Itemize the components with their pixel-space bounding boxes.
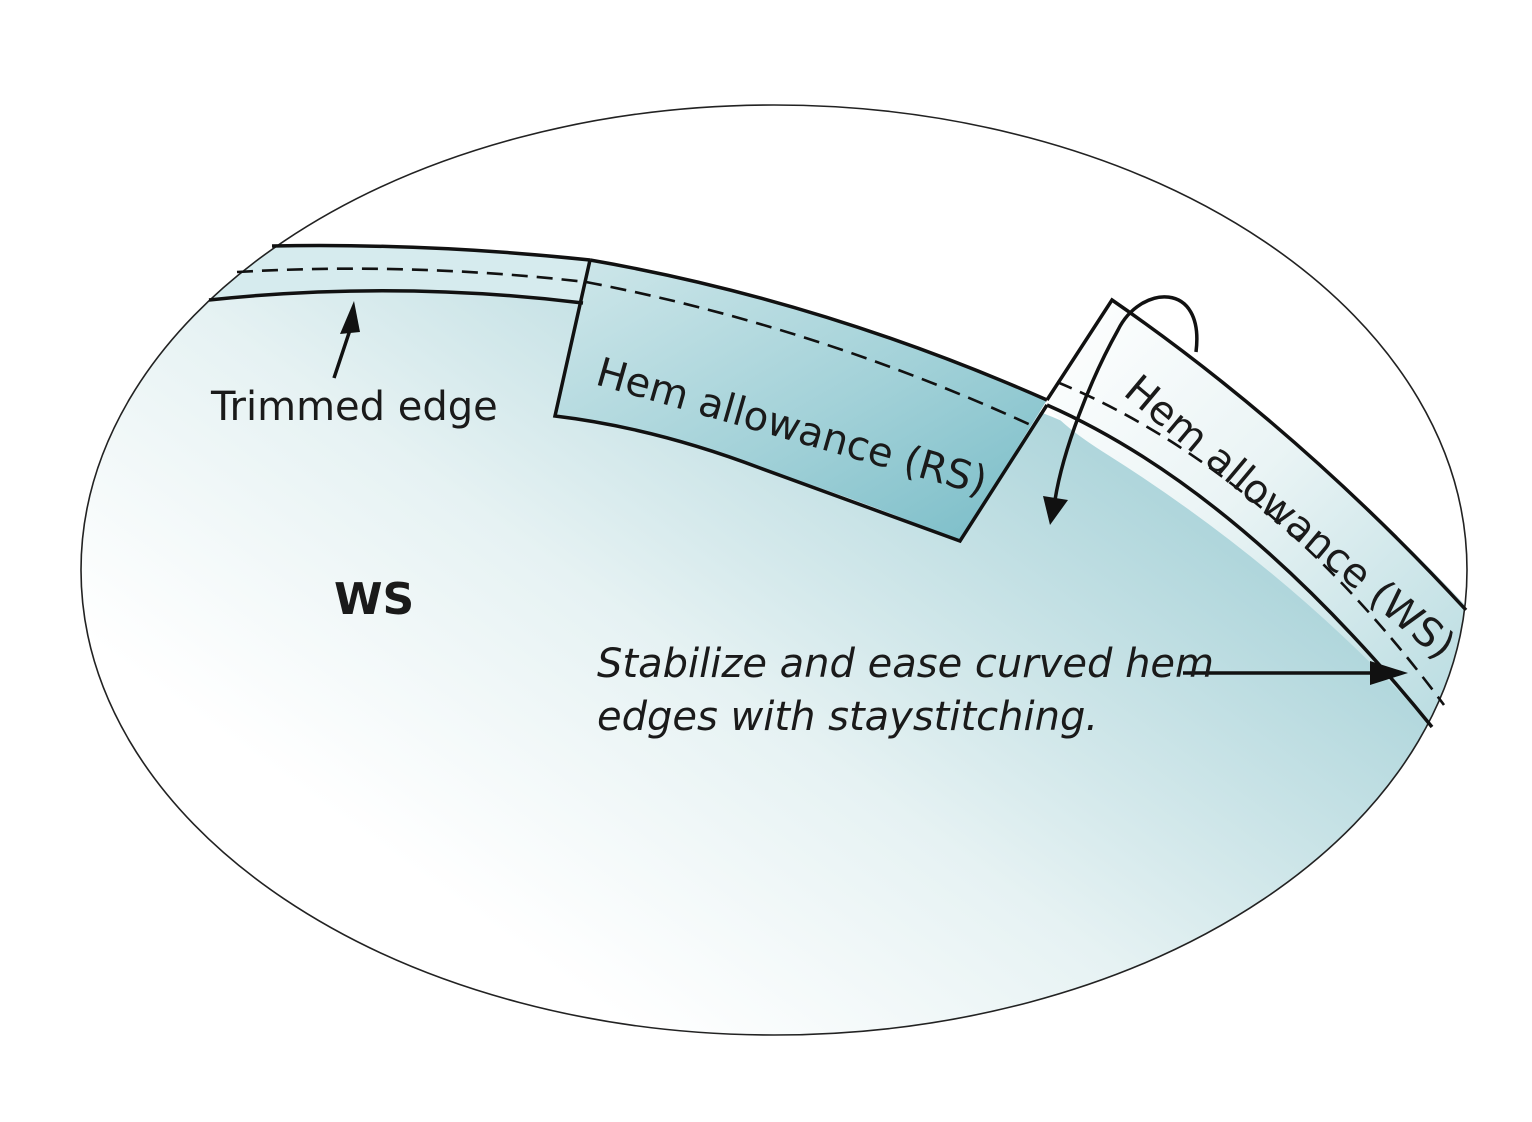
hem-rs-top-edge — [589, 258, 1048, 402]
hem-ws-outer-edge — [1045, 297, 1468, 612]
hem-allowance-ws-band — [1047, 300, 1467, 727]
fabric-oval-outline — [80, 104, 1468, 1036]
hem-rs-staystitch-line — [585, 280, 1034, 428]
trimmed-edge-line — [208, 288, 584, 305]
wrong-side-label: WS — [334, 574, 414, 625]
hem-ws-staystitch-line — [1056, 380, 1446, 706]
staystitching-note-line1: Stabilize and ease curved hem — [597, 641, 1214, 687]
hem-rs-outline — [552, 259, 1049, 544]
trimmed-hem-band — [209, 245, 590, 303]
trimmed-staystitch-line — [236, 267, 587, 284]
fabric-area — [81, 245, 1467, 1035]
trimmed-edge-arrow-line — [332, 329, 352, 379]
trimmed-edge-label: Trimmed edge — [210, 384, 498, 430]
fabric-wrong-side — [81, 290, 1467, 1035]
trimmed-top-edge — [271, 243, 591, 262]
trimmed-edge-arrowhead — [340, 301, 360, 334]
staystitching-note-line2: edges with staystitching. — [597, 694, 1098, 740]
fold-arrow-line — [1053, 295, 1199, 501]
note-arrowhead — [1370, 661, 1408, 685]
hem-allowance-rs-band — [555, 260, 1047, 541]
fold-arrowhead — [1043, 496, 1068, 525]
